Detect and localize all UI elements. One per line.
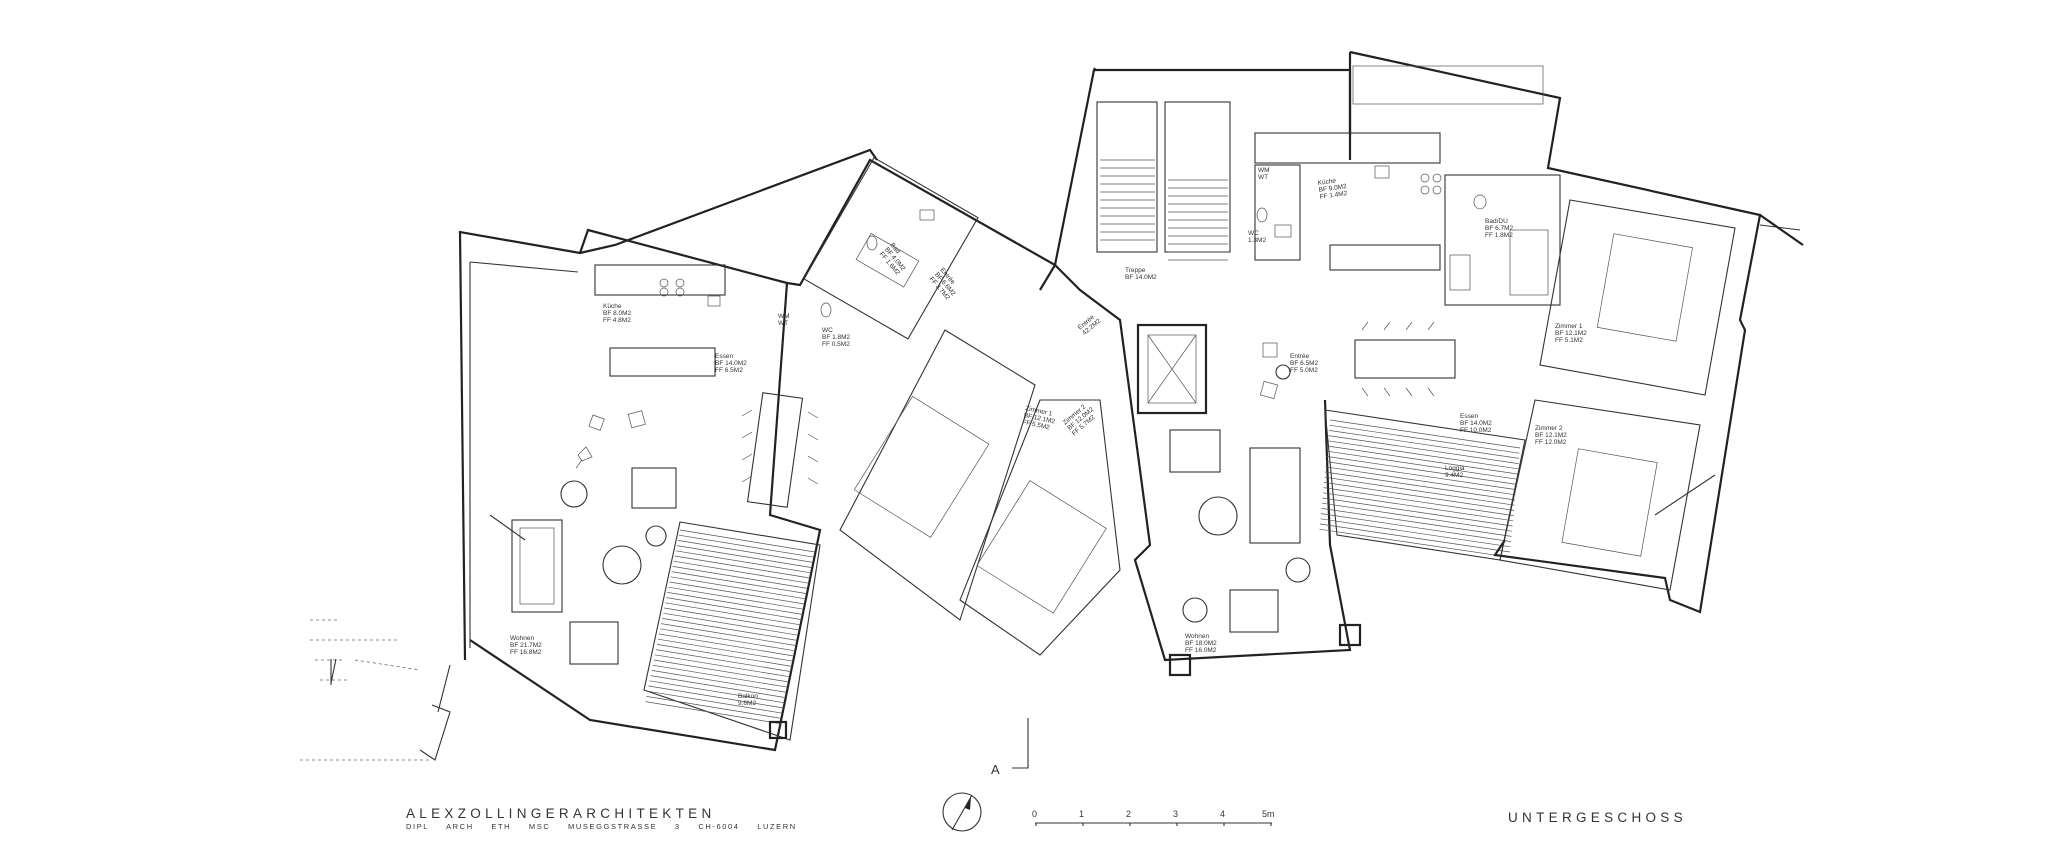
armchair xyxy=(631,467,677,509)
middle-outer-wall xyxy=(1094,68,1352,160)
right-bedroom-2 xyxy=(1499,399,1701,591)
sofa-middle xyxy=(1249,447,1301,544)
section-marker-label: A xyxy=(991,762,1000,777)
scale-tick-1: 1 xyxy=(1079,809,1084,819)
right-bathroom xyxy=(1444,174,1561,306)
left-bath-block xyxy=(803,156,979,340)
armchair-2 xyxy=(569,621,619,665)
coffee-table xyxy=(602,545,642,585)
office-name: ALEXZOLLINGERARCHITEKTEN xyxy=(406,806,716,821)
scale-tick-0: 0 xyxy=(1032,809,1037,819)
left-upper-wing-wall xyxy=(786,158,1057,291)
kitchen-island xyxy=(609,347,716,377)
armchair-middle xyxy=(1169,429,1221,473)
right-bathtub xyxy=(1509,229,1549,296)
left-apartment xyxy=(300,148,1057,761)
room-label: KücheBF 9.0M2FF 1.4M2 xyxy=(1317,176,1348,201)
room-label: Zimmer 2BF 12.0M2FF 5.7M2 xyxy=(1062,400,1100,437)
right-island xyxy=(1329,244,1441,271)
room-label: Entrée42.2M2 xyxy=(1077,312,1103,337)
light-well xyxy=(1352,65,1544,105)
left-outer-wall xyxy=(458,228,822,752)
room-label: BadBF 4.0M2FF 1.6M2 xyxy=(878,242,912,277)
scale-tick-3: 3 xyxy=(1173,809,1178,819)
middle-loggia xyxy=(1324,409,1526,561)
right-bedroom-1 xyxy=(1539,199,1736,396)
stair-flights xyxy=(1096,101,1231,261)
room-label: EntréeBF 6.6M2FF 3.7M2 xyxy=(928,267,962,302)
left-balcony xyxy=(643,521,821,741)
middle-apartment xyxy=(839,67,1526,677)
left-top-roof-wall xyxy=(579,148,878,255)
right-dining-table xyxy=(1354,339,1456,379)
scale-bar: 0 1 2 3 4 5m xyxy=(1032,809,1275,826)
room-label: Zimmer 1BF 12.1M2FF 5.5M2 xyxy=(1022,405,1058,432)
office-details: DIPL ARCH ETH MSC MUSEGGSTRASSE 3 CH-600… xyxy=(406,822,797,831)
right-kitchen-counter xyxy=(1254,132,1441,164)
bathtub xyxy=(855,233,920,288)
sofa xyxy=(511,519,563,613)
elevator-shaft xyxy=(1136,323,1208,415)
middle-bedroom-right xyxy=(959,399,1121,656)
north-arrow-icon xyxy=(942,792,982,832)
drawing-title: UNTERGESCHOSS xyxy=(1508,810,1687,825)
scale-tick-2: 2 xyxy=(1126,809,1131,819)
right-outer-wall xyxy=(1349,50,1762,614)
middle-bedroom-left xyxy=(839,329,1036,621)
right-apartment xyxy=(1254,50,1804,614)
dining-table xyxy=(746,392,804,508)
scale-tick-5m: 5m xyxy=(1262,809,1275,819)
scale-tick-4: 4 xyxy=(1220,809,1225,819)
kitchen-counter xyxy=(594,264,726,296)
section-marker-line xyxy=(1012,718,1029,769)
